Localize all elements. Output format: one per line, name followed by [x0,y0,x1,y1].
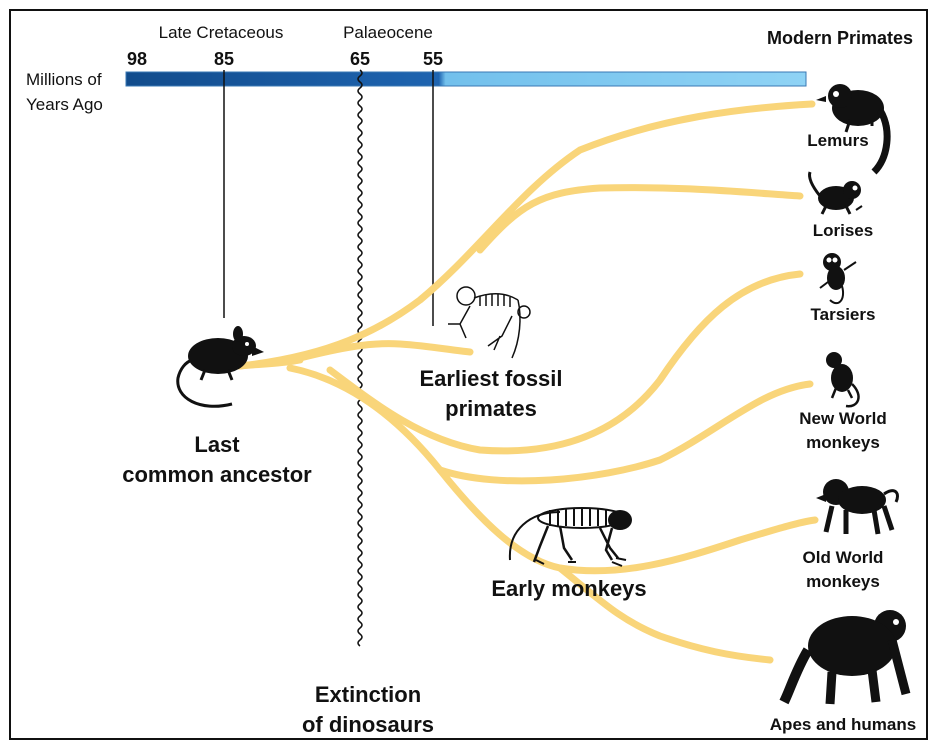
diagram-frame [9,9,928,740]
